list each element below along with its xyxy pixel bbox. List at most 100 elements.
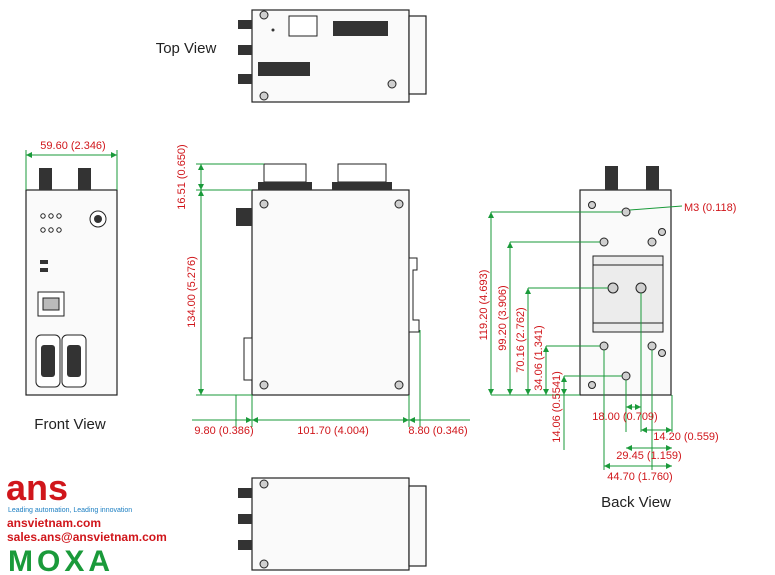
- dim-depth: 101.70 (4.004): [297, 425, 369, 437]
- side-view-body: [251, 189, 410, 396]
- dim-w3: 29.45 (1.159): [616, 450, 681, 462]
- dim-w1: 18.00 (0.709): [592, 411, 657, 423]
- top-view-label-plate: [288, 15, 318, 37]
- side-view-terminal-block-1: [263, 163, 307, 183]
- dim-arrow: [641, 427, 647, 433]
- back-view-antenna: [605, 166, 618, 190]
- front-view-led: [56, 227, 62, 233]
- front-view-dip-switch: [40, 260, 48, 264]
- dim-arrow: [626, 445, 632, 451]
- dim-screw-size: M3 (0.118): [684, 202, 736, 214]
- side-view-screw: [259, 199, 269, 209]
- dim-right-offset: 8.80 (0.346): [408, 425, 467, 437]
- dim-arrow: [409, 417, 415, 423]
- dim-arrow: [543, 346, 549, 352]
- dim-h3: 70.16 (2.762): [515, 307, 527, 372]
- ans-website: ansvietnam.com: [7, 516, 101, 530]
- back-view-title: Back View: [601, 494, 671, 511]
- bottom-view-antenna-connector: [238, 540, 252, 550]
- front-view-drawing: 59.60 (2.346) Front View: [25, 140, 118, 433]
- bottom-view-screw: [259, 559, 269, 569]
- side-view-side-connector: [243, 337, 253, 381]
- dim-w2: 14.20 (0.559): [653, 431, 718, 443]
- moxa-logo: MOXA: [8, 545, 114, 575]
- front-view-serial-socket-2: [67, 345, 81, 377]
- top-view-antenna-connector: [238, 20, 252, 29]
- m3-leader: [629, 205, 683, 211]
- top-view-terminal-block-2: [258, 62, 310, 76]
- back-view-hole: [621, 371, 631, 381]
- dim-height-value: 134.00 (5.276): [186, 256, 198, 328]
- dim-arrow: [561, 376, 567, 382]
- side-view-screw: [394, 199, 404, 209]
- front-view-led: [40, 227, 46, 233]
- dim-w4: 44.70 (1.760): [607, 471, 672, 483]
- side-view-din-clip: [408, 257, 420, 333]
- bottom-view-antenna-connector: [238, 514, 252, 524]
- side-view-antenna-connector: [236, 208, 252, 226]
- dim-arrow: [626, 404, 632, 410]
- dim-front-width: 59.60 (2.346): [40, 140, 105, 152]
- back-view-antenna: [646, 166, 659, 190]
- dim-arrow: [488, 389, 494, 395]
- top-view-rail: [408, 15, 427, 95]
- front-view-antenna: [39, 168, 52, 190]
- front-view-dip-switch: [40, 268, 48, 272]
- dim-top-label: 16.51 (0.650): [176, 144, 188, 209]
- back-view-hole: [607, 282, 619, 294]
- dim-arrow: [525, 288, 531, 294]
- bottom-view-antenna-connector: [238, 488, 252, 498]
- front-view-serial-socket-1: [41, 345, 55, 377]
- top-view-screw: [259, 10, 269, 20]
- dim-h4: 34.06 (1.341): [533, 325, 545, 390]
- front-view-led: [48, 213, 54, 219]
- back-view-hole: [647, 237, 657, 247]
- side-view-terminal-base-2: [332, 182, 392, 190]
- side-view-screw: [259, 380, 269, 390]
- side-view-screw: [394, 380, 404, 390]
- dim-arrow: [26, 152, 32, 158]
- bottom-view-rail: [408, 485, 427, 567]
- dim-arrow: [635, 404, 641, 410]
- dim-arrow: [488, 212, 494, 218]
- dim-arrow: [561, 389, 567, 395]
- back-view-screw: [658, 228, 666, 236]
- back-view-screw: [588, 201, 596, 209]
- top-view-screw: [387, 79, 397, 89]
- dim-arrow: [525, 389, 531, 395]
- dim-arrow: [198, 164, 204, 170]
- back-view-hole: [599, 237, 609, 247]
- front-view-title: Front View: [34, 416, 106, 433]
- dim-arrow: [252, 417, 258, 423]
- dim-arrow: [507, 389, 513, 395]
- bottom-view-screw: [259, 479, 269, 489]
- dim-arrow: [604, 463, 610, 469]
- top-view-antenna-connector: [238, 74, 252, 84]
- back-view-hole: [599, 341, 609, 351]
- front-view-led: [48, 227, 54, 233]
- dim-h5: 14.06 (0.5541): [551, 371, 563, 443]
- dim-arrow: [666, 427, 672, 433]
- front-view-antenna: [78, 168, 91, 190]
- front-view-rj45-socket: [42, 297, 60, 311]
- back-view-screw: [588, 381, 596, 389]
- back-view-hole: [635, 282, 647, 294]
- dim-arrow: [666, 445, 672, 451]
- top-view-antenna-connector: [238, 45, 252, 55]
- ans-logo: ans: [6, 467, 68, 508]
- bottom-view-body: [251, 477, 410, 571]
- back-view-hole: [621, 207, 631, 217]
- top-view-title: Top View: [156, 40, 217, 57]
- dim-arrow: [666, 463, 672, 469]
- side-view-terminal-block-2: [337, 163, 387, 183]
- dim-arrow: [543, 389, 549, 395]
- dim-arrow: [198, 389, 204, 395]
- dim-arrow: [111, 152, 117, 158]
- dim-arrow: [403, 417, 409, 423]
- back-view-screw: [658, 349, 666, 357]
- back-view-din-rail-plate: [592, 255, 664, 333]
- bottom-view-drawing: [238, 477, 427, 571]
- front-view-antenna-port-core: [94, 215, 102, 223]
- dim-top-value: 16.51 (0.650): [176, 144, 188, 209]
- side-view-terminal-base-1: [258, 182, 312, 190]
